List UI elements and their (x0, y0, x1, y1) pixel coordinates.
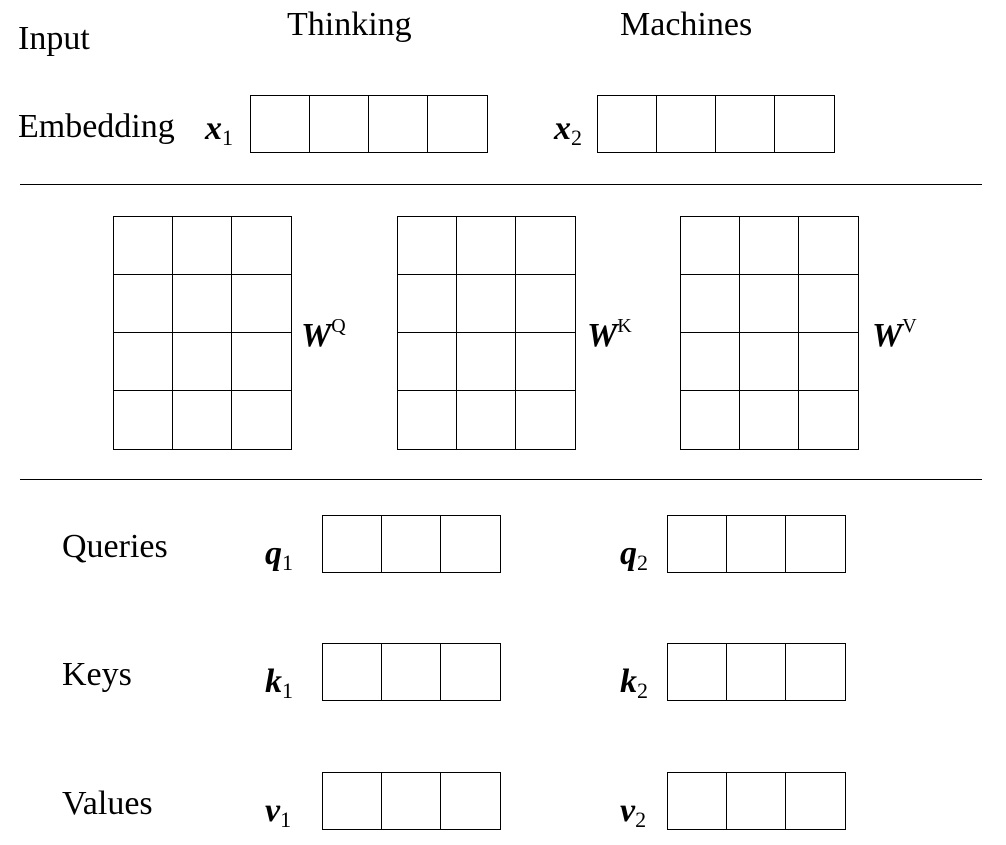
vector-cell (441, 516, 500, 572)
x2-symbol: x2 (554, 110, 582, 150)
matrix-cell (398, 217, 457, 275)
vector-cell (369, 96, 428, 152)
matrix-cell (114, 275, 173, 333)
wq-matrix (113, 216, 292, 450)
vector-cell (657, 96, 716, 152)
keys-label: Keys (62, 656, 132, 693)
matrix-cell (173, 275, 232, 333)
matrix-cell (173, 391, 232, 449)
divider-bottom (20, 479, 982, 480)
k2-symbol: k2 (620, 663, 648, 703)
matrix-cell (740, 333, 799, 391)
matrix-cell (457, 275, 516, 333)
matrix-cell (740, 217, 799, 275)
matrix-cell (516, 333, 575, 391)
vector-cell (428, 96, 487, 152)
matrix-cell (232, 333, 291, 391)
vector-cell (441, 773, 500, 829)
matrix-cell (457, 333, 516, 391)
vector-cell (716, 96, 775, 152)
k1-vector (322, 643, 501, 701)
matrix-cell (232, 217, 291, 275)
matrix-cell (681, 217, 740, 275)
vector-cell (727, 644, 786, 700)
matrix-cell (740, 391, 799, 449)
vector-cell (727, 516, 786, 572)
vector-cell (786, 773, 845, 829)
vector-cell (775, 96, 834, 152)
vector-cell (786, 644, 845, 700)
matrix-cell (681, 333, 740, 391)
vector-cell (668, 773, 727, 829)
vector-cell (382, 773, 441, 829)
v2-symbol: v2 (620, 792, 647, 832)
vector-cell (323, 644, 382, 700)
matrix-cell (232, 391, 291, 449)
matrix-cell (457, 217, 516, 275)
wk-matrix (397, 216, 576, 450)
matrix-cell (114, 333, 173, 391)
values-label: Values (62, 785, 153, 822)
word-machines: Machines (620, 6, 753, 43)
x2-vector (597, 95, 835, 153)
queries-label: Queries (62, 528, 168, 565)
vector-cell (323, 516, 382, 572)
matrix-cell (173, 333, 232, 391)
matrix-cell (398, 275, 457, 333)
vector-cell (786, 516, 845, 572)
matrix-cell (114, 391, 173, 449)
matrix-cell (398, 333, 457, 391)
matrix-cell (799, 217, 858, 275)
matrix-cell (516, 391, 575, 449)
x1-vector (250, 95, 488, 153)
q1-vector (322, 515, 501, 573)
vector-cell (441, 644, 500, 700)
v1-symbol: v1 (265, 792, 292, 832)
matrix-cell (516, 275, 575, 333)
matrix-cell (681, 275, 740, 333)
vector-cell (251, 96, 310, 152)
vector-cell (310, 96, 369, 152)
vector-cell (668, 516, 727, 572)
input-label: Input (18, 20, 90, 57)
k1-symbol: k1 (265, 663, 293, 703)
x1-symbol: x1 (205, 110, 233, 150)
vector-cell (323, 773, 382, 829)
wk-symbol: WK (587, 315, 632, 354)
matrix-cell (516, 217, 575, 275)
vector-cell (598, 96, 657, 152)
v2-vector (667, 772, 846, 830)
embedding-label: Embedding (18, 108, 175, 145)
matrix-cell (799, 275, 858, 333)
matrix-cell (740, 275, 799, 333)
matrix-cell (232, 275, 291, 333)
matrix-cell (799, 391, 858, 449)
q2-vector (667, 515, 846, 573)
vector-cell (668, 644, 727, 700)
wv-symbol: WV (872, 315, 917, 354)
wv-matrix (680, 216, 859, 450)
divider-top (20, 184, 982, 185)
vector-cell (382, 516, 441, 572)
matrix-cell (398, 391, 457, 449)
matrix-cell (681, 391, 740, 449)
q2-symbol: q2 (620, 535, 648, 575)
matrix-cell (799, 333, 858, 391)
word-thinking: Thinking (287, 6, 412, 43)
wq-symbol: WQ (301, 315, 346, 354)
matrix-cell (114, 217, 173, 275)
matrix-cell (457, 391, 516, 449)
vector-cell (382, 644, 441, 700)
vector-cell (727, 773, 786, 829)
v1-vector (322, 772, 501, 830)
matrix-cell (173, 217, 232, 275)
k2-vector (667, 643, 846, 701)
q1-symbol: q1 (265, 535, 293, 575)
